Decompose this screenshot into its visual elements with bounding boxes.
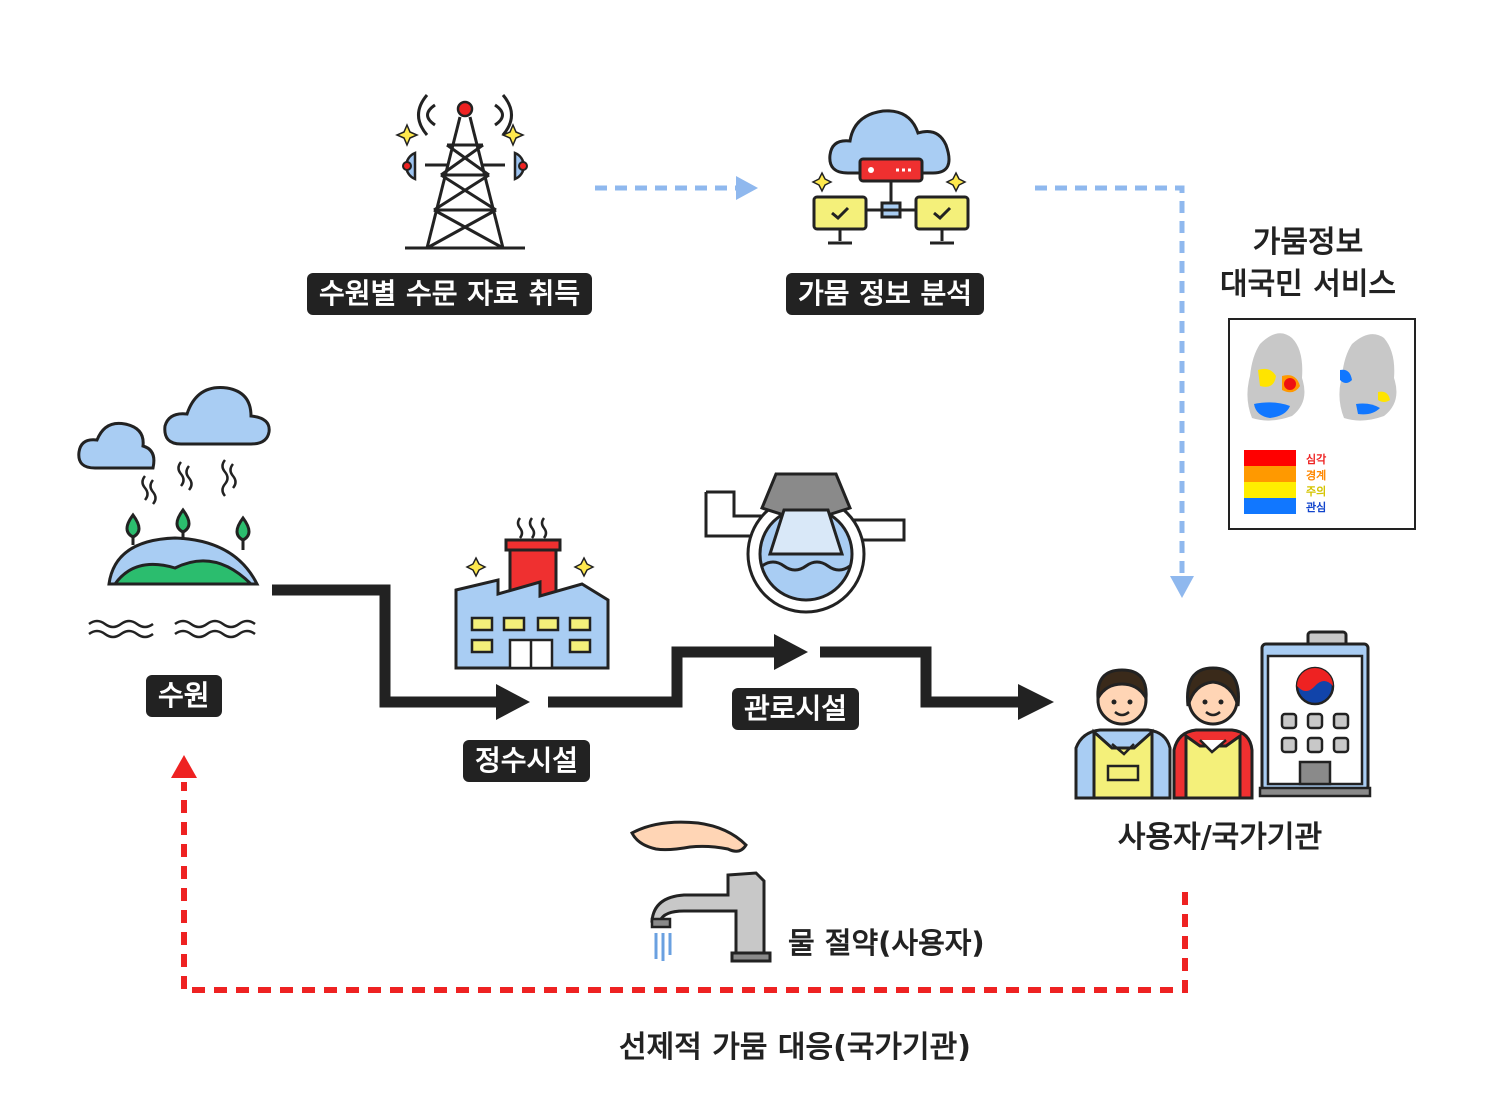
acquire-data-label: 수원별 수문 자료 취득 [307, 273, 593, 315]
legend-label-warning: 경계 [1306, 469, 1327, 482]
legend-label-interest: 관심 [1306, 501, 1327, 514]
cloud-server-icon [811, 109, 970, 245]
purification-label: 정수시설 [463, 740, 591, 782]
pipe-icon [704, 472, 906, 614]
water-source-icon [77, 386, 271, 639]
users-government-icon [1074, 630, 1372, 800]
water-source-label: 수원 [146, 675, 222, 717]
faucet-hand-icon [630, 820, 772, 963]
antenna-tower-icon [395, 94, 528, 250]
legend-swatches [1244, 450, 1296, 514]
legend-label-severe: 심각 [1306, 453, 1327, 466]
factory-icon [454, 517, 610, 670]
service-title-line1: 가뭄정보 [1252, 225, 1364, 260]
info-flow-arrows [595, 176, 1194, 598]
korea-drought-maps [1247, 333, 1397, 421]
legend-swatch [1244, 450, 1296, 466]
service-title-line2: 대국민 서비스 [1219, 267, 1397, 302]
water-saving-label: 물 절약(사용자) [788, 926, 985, 960]
legend-swatch [1244, 466, 1296, 482]
legend-swatch [1244, 498, 1296, 514]
legend-label-caution: 주의 [1306, 485, 1327, 498]
proactive-response-label: 선제적 가뭄 대응(국가기관) [619, 1030, 971, 1065]
pipeline-label: 관로시설 [732, 688, 860, 730]
users-label: 사용자/국가기관 [1117, 820, 1323, 855]
response-flow-arrows [171, 755, 1188, 993]
service-title: 가뭄정보 대국민 서비스 [1208, 222, 1408, 306]
legend-swatch [1244, 482, 1296, 498]
water-flow-arrows [272, 584, 1054, 720]
drought-analysis-label: 가뭄 정보 분석 [786, 273, 985, 315]
drought-map-panel: 심각 경계 주의 관심 [1228, 318, 1416, 530]
